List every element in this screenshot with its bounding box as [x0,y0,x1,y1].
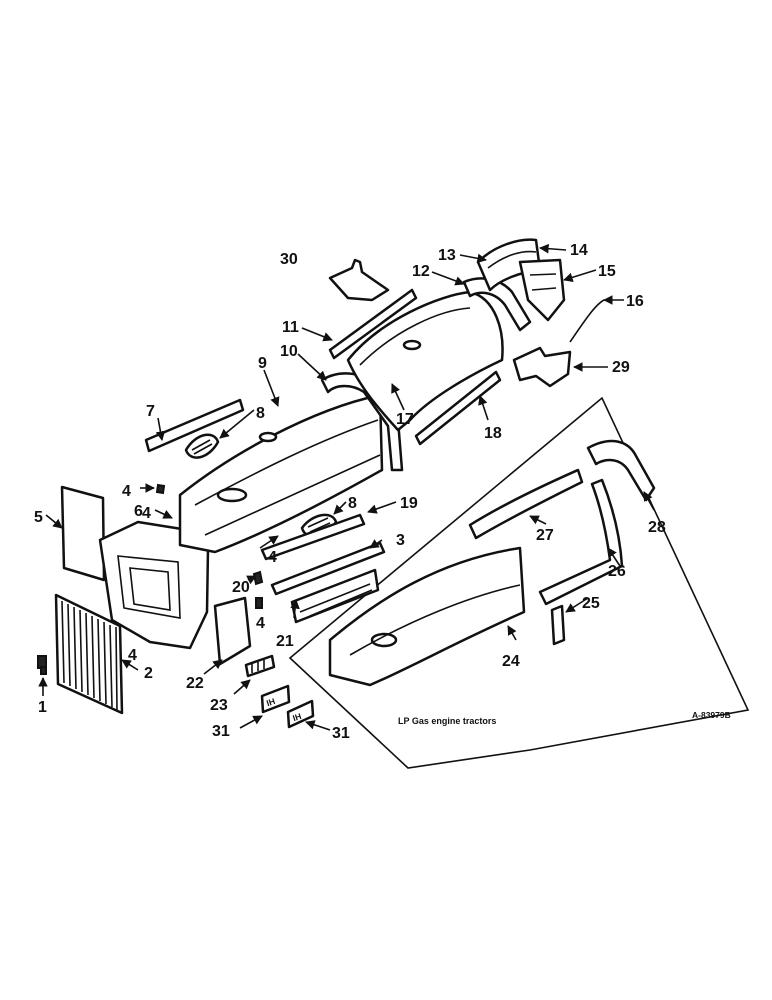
callout-5: 5 [34,509,43,526]
part-7-hood-strip [144,398,245,453]
callout-24: 24 [502,653,520,670]
part-29-bracket [512,346,572,388]
callout-11: 11 [282,319,299,336]
leader-lines [38,243,655,731]
part-15-dash-side [518,258,566,322]
callout-18: 18 [484,425,502,442]
part-21-grille-lines [299,583,373,617]
part-3-side-panel [270,541,386,596]
part-22-lower-plate [213,596,252,666]
callout-23: 23 [210,697,228,714]
part-16-rod [569,299,605,343]
callout-8-a: 8 [256,405,265,422]
part-2-grille [54,593,124,715]
callout-7: 7 [146,403,155,420]
part-4-bolt-b [255,597,263,609]
callout-1: 1 [38,699,47,716]
part-30-bracket [328,258,390,302]
callout-4-e: 4 [128,647,137,664]
lp-gas-inset-outline [288,396,750,769]
callout-13: 13 [438,247,456,264]
drawing-reference: A-83979B [692,710,731,720]
part-24-lp-hood [328,546,526,687]
part-19-side-strip [260,513,366,561]
callout-27: 27 [536,527,554,544]
part-20-bolt [252,570,264,586]
lp-gas-caption: LP Gas engine tractors [398,716,496,726]
part-4-bolt-a [155,483,166,495]
callout-17: 17 [396,411,414,428]
part-26-curved-strip [538,478,624,606]
callout-25: 25 [582,595,600,612]
part-17-cowl [346,290,504,432]
callout-19: 19 [400,495,418,512]
callout-8-b: 8 [348,495,357,512]
part-14-dash [476,238,542,292]
callout-28: 28 [648,519,666,536]
part-25-plate [550,604,566,646]
callout-9: 9 [258,355,267,372]
part-8-grille-upper [184,433,220,459]
callout-6: 6 [134,503,143,520]
callout-12: 12 [412,263,430,280]
callout-2: 2 [144,665,153,682]
part-1-clip [37,655,47,675]
callout-4-b: 4 [142,505,151,522]
callout-10: 10 [280,343,298,360]
callout-3: 3 [396,532,405,549]
part-5-side-plate [60,485,106,582]
callout-4-d: 4 [256,615,265,632]
callout-22: 22 [186,675,204,692]
part-12-panel [462,277,532,332]
part-9-hood [178,393,384,554]
callout-14: 14 [570,242,588,259]
callout-16: 16 [626,293,644,310]
part-31-emblem-right: IH [286,699,315,729]
part-31-emblem-left: IH [260,684,291,714]
svg-text:IH: IH [265,696,276,708]
callout-4-c: 4 [268,549,277,566]
callout-26: 26 [608,563,626,580]
callout-31-b: 31 [332,725,350,742]
callout-15: 15 [598,263,616,280]
part-27-strip [468,468,584,540]
callout-21: 21 [276,633,294,650]
part-11-strip [328,288,418,360]
callout-31-a: 31 [212,723,230,740]
part-23-small-grille [244,654,276,678]
part-6-radiator-shell [98,520,210,650]
callout-30: 30 [280,251,298,268]
callout-4-a: 4 [122,483,131,500]
svg-text:IH: IH [291,711,302,723]
callout-20: 20 [232,579,250,596]
part-18-strip [414,370,502,446]
callout-29: 29 [612,359,630,376]
